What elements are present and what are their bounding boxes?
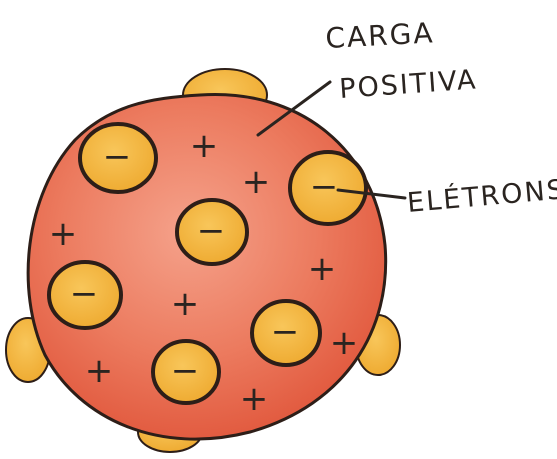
plus-sign: + [242, 162, 273, 202]
negative-sign: − [271, 312, 302, 352]
electron: − [80, 124, 156, 192]
negative-sign: − [310, 167, 341, 207]
electrons-label: ELÉTRONS [406, 173, 557, 219]
electron: − [252, 301, 320, 365]
negative-sign: − [103, 137, 134, 177]
electron: − [177, 200, 247, 264]
plus-sign: + [171, 284, 202, 324]
negative-sign: − [70, 274, 101, 314]
plus-sign: + [85, 351, 116, 391]
electron: − [290, 152, 366, 224]
positive-charge-label-line2: POSITIVA [338, 64, 478, 105]
plus-sign: + [49, 214, 80, 254]
plus-sign: + [190, 126, 221, 166]
electron: − [49, 262, 121, 328]
plus-sign: + [330, 323, 361, 363]
negative-sign: − [171, 351, 202, 391]
positive-charge-label-line1: CARGA [325, 16, 436, 55]
plus-sign: + [308, 249, 339, 289]
electron: − [153, 341, 219, 403]
negative-sign: − [197, 211, 228, 251]
plus-sign: + [240, 379, 271, 419]
